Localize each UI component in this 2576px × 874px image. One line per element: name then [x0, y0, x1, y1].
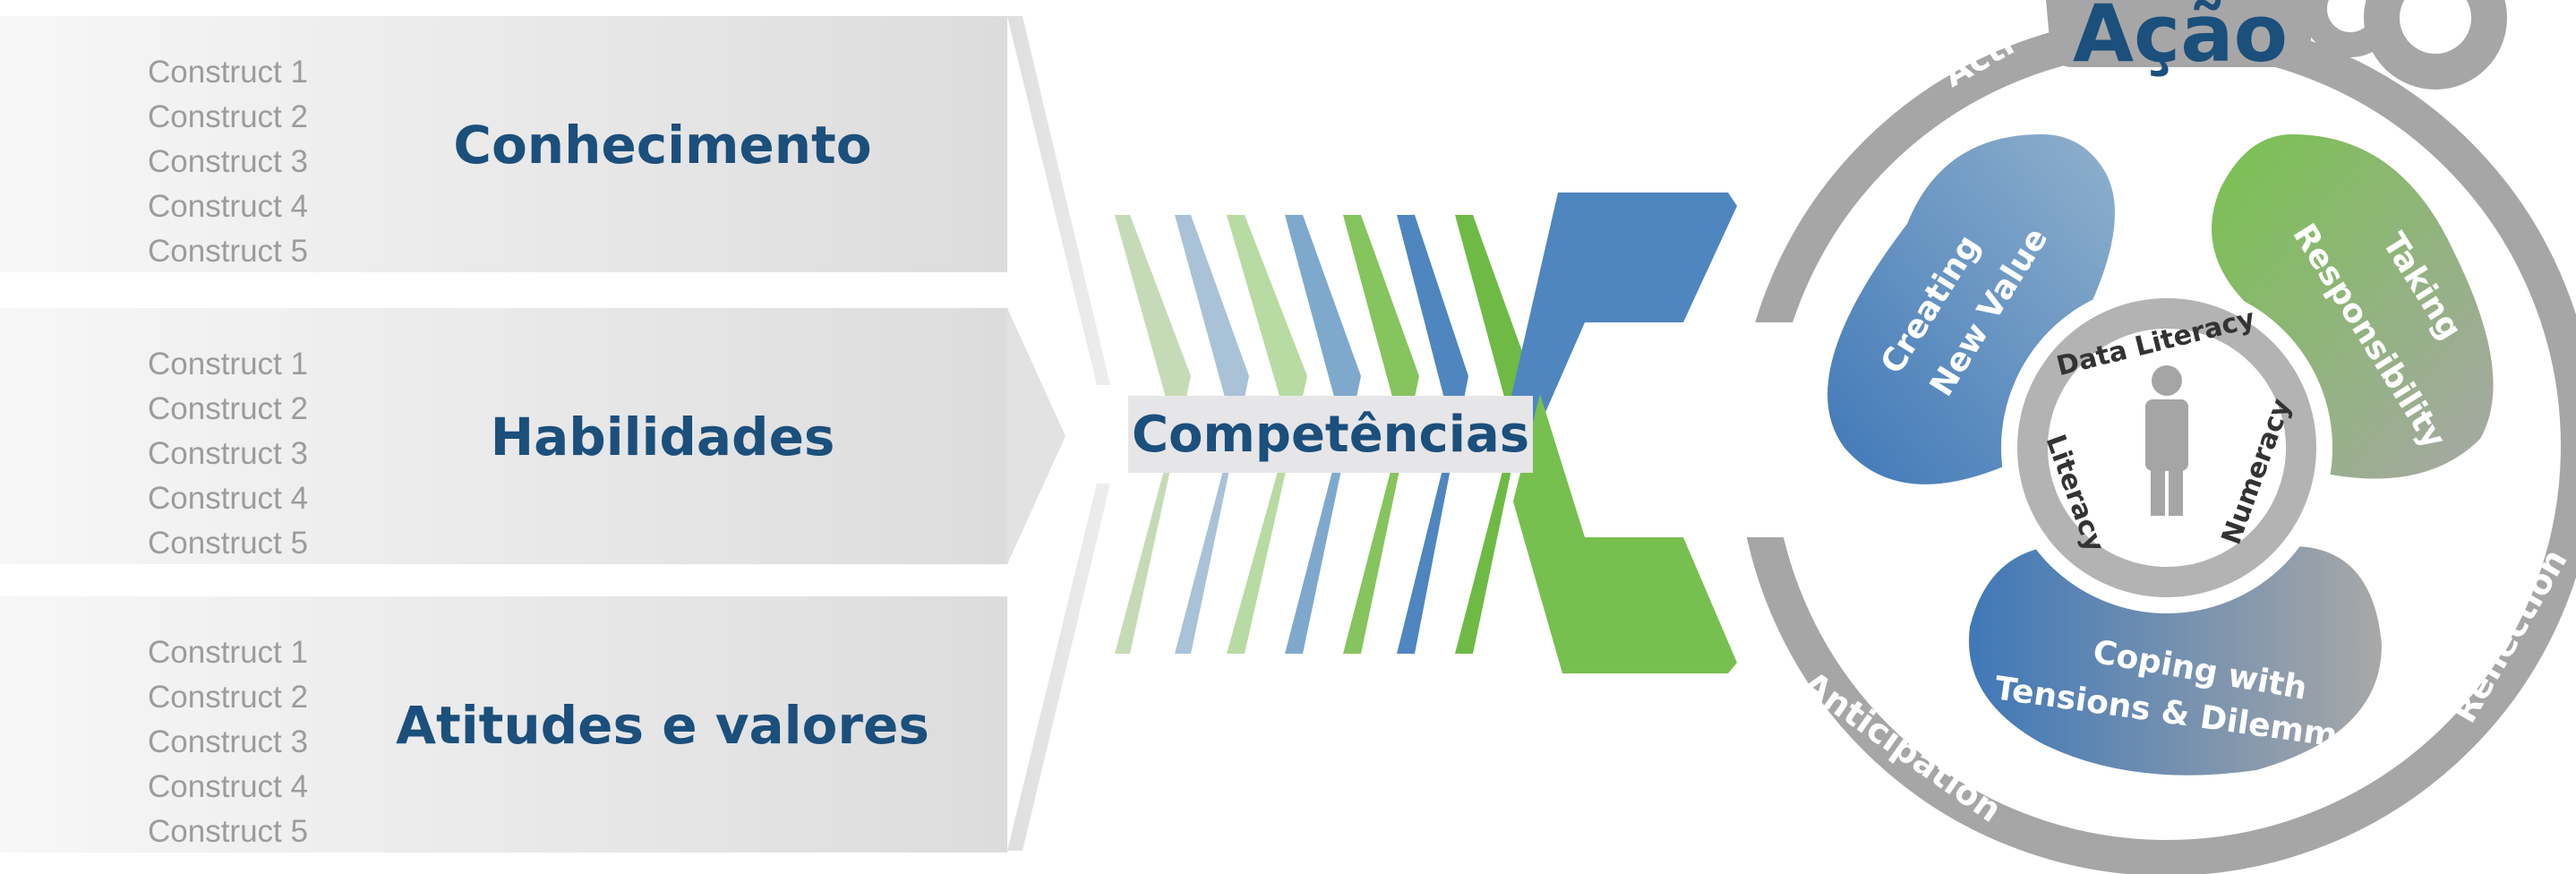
- construct-item: Construct 4: [148, 189, 308, 224]
- band-title: Habilidades: [490, 407, 835, 467]
- petal-coping: [1969, 546, 2382, 775]
- construct-item: Construct 2: [148, 391, 308, 426]
- competencias-label: Competências: [1131, 405, 1530, 464]
- ring-label-anticipation: Anticipation: [1795, 664, 2009, 829]
- petal-taking: [2212, 134, 2494, 479]
- core-ring: [2017, 298, 2316, 597]
- competency-weave: [1115, 193, 1737, 673]
- construct-item: Construct 5: [148, 526, 308, 561]
- construct-item: Construct 1: [148, 347, 308, 381]
- band-atitudes: Construct 1 Construct 2 Construct 3 Cons…: [0, 596, 1007, 853]
- action-tag-label: Ação: [2073, 0, 2288, 80]
- weave-strand-5: [1343, 215, 1419, 654]
- compass: [1728, 0, 2576, 874]
- construct-item: Construct 1: [148, 635, 308, 670]
- band-habilidades: Construct 1 Construct 2 Construct 3 Cons…: [0, 308, 1007, 564]
- weave-strand-6: [1397, 215, 1468, 654]
- band-conhecimento: Construct 1 Construct 2 Construct 3 Cons…: [0, 16, 1007, 272]
- construct-item: Construct 5: [148, 234, 308, 269]
- construct-list: Construct 1 Construct 2 Construct 3 Cons…: [148, 342, 308, 566]
- funnel-bottom: [1007, 484, 1110, 851]
- band-title: Atitudes e valores: [396, 695, 929, 756]
- weave-green-block: [1513, 394, 1737, 673]
- construct-item: Construct 4: [148, 769, 308, 804]
- construct-item: Construct 4: [148, 481, 308, 516]
- person-icon: [2145, 365, 2188, 516]
- funnel-middle: [1007, 308, 1065, 564]
- construct-list: Construct 1 Construct 2 Construct 3 Cons…: [148, 50, 308, 274]
- weave-strand-4: [1285, 215, 1361, 654]
- weave-strand-7: [1455, 215, 1531, 654]
- petal-creating: [1827, 134, 2115, 484]
- construct-list: Construct 1 Construct 2 Construct 3 Cons…: [148, 630, 308, 854]
- construct-item: Construct 5: [148, 814, 308, 849]
- funnel-top: [1007, 16, 1110, 385]
- construct-item: Construct 3: [148, 144, 308, 179]
- construct-item: Construct 2: [148, 680, 308, 715]
- competencias-box: Competências: [1128, 396, 1533, 473]
- weave-strand-3: [1227, 215, 1307, 654]
- construct-item: Construct 3: [148, 436, 308, 471]
- band-title: Conhecimento: [453, 115, 872, 176]
- construct-item: Construct 2: [148, 99, 308, 134]
- construct-item: Construct 1: [148, 55, 308, 90]
- action-tag: [2046, 0, 2315, 67]
- construct-item: Construct 3: [148, 724, 308, 759]
- weave-blue-block: [1495, 193, 1737, 466]
